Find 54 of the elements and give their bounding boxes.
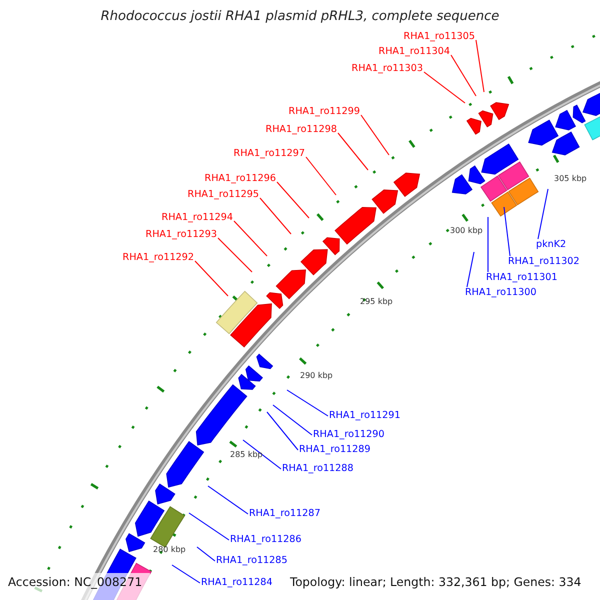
leader-line bbox=[424, 72, 466, 104]
gene-label: RHA1_ro11294 bbox=[162, 212, 233, 224]
gene-label: RHA1_ro11296 bbox=[204, 173, 276, 185]
gene-label: RHA1_ro11297 bbox=[234, 148, 305, 160]
tick-label: 305 kbp bbox=[554, 174, 587, 184]
leader-line bbox=[286, 390, 328, 416]
gene-label: RHA1_ro11295 bbox=[188, 189, 259, 201]
leader-line bbox=[172, 564, 200, 584]
leader-line bbox=[194, 260, 228, 296]
leader-line bbox=[466, 252, 474, 288]
leader-line bbox=[188, 512, 230, 540]
tick-label: 280 kbp bbox=[153, 545, 186, 555]
gene-label: RHA1_ro11302 bbox=[508, 256, 580, 268]
leader-line bbox=[360, 114, 390, 156]
accession-text: Accession: NC_008271 bbox=[8, 575, 142, 589]
gene-label: RHA1_ro11284 bbox=[201, 577, 272, 589]
leader-line bbox=[218, 238, 252, 272]
gene-label: RHA1_ro11300 bbox=[465, 287, 536, 299]
gene-label: pknK2 bbox=[536, 239, 566, 251]
leader-line bbox=[338, 132, 368, 170]
leader-line bbox=[260, 198, 292, 234]
gene-label: RHA1_ro11287 bbox=[249, 508, 320, 520]
gene-label: RHA1_ro11290 bbox=[313, 429, 384, 441]
gene-label: RHA1_ro11285 bbox=[216, 555, 288, 567]
leader-line bbox=[450, 54, 476, 96]
gene-label: RHA1_ro11293 bbox=[146, 229, 217, 241]
leader-line bbox=[504, 206, 510, 256]
tick-label: 290 kbp bbox=[300, 371, 333, 381]
gene-label: RHA1_ro11286 bbox=[230, 534, 302, 546]
gene-label: RHA1_ro11291 bbox=[329, 410, 400, 422]
leader-line bbox=[242, 440, 282, 470]
leader-line bbox=[476, 40, 484, 92]
leader-line bbox=[276, 182, 310, 218]
gene-label: RHA1_ro11292 bbox=[122, 252, 194, 264]
leader-line bbox=[266, 412, 298, 450]
gene-label: RHA1_ro11301 bbox=[486, 272, 558, 284]
gene-label: RHA1_ro11298 bbox=[266, 124, 337, 136]
leader-line bbox=[272, 404, 312, 436]
tick-label: 285 kbp bbox=[230, 450, 263, 460]
leader-line bbox=[306, 156, 336, 196]
map-title: Rhodococcus jostii RHA1 plasmid pRHL3, complete sequence bbox=[100, 9, 500, 24]
gene-label: RHA1_ro11303 bbox=[352, 63, 423, 75]
summary-text: Topology: linear; Length: 332,361 bp; Genes: 334 bbox=[290, 575, 582, 589]
leader-line bbox=[234, 220, 268, 256]
gene-label: RHA1_ro11288 bbox=[282, 463, 354, 475]
gene-label: RHA1_ro11289 bbox=[299, 444, 370, 456]
tick-label: 300 kbp bbox=[450, 226, 483, 236]
gene-label: RHA1_ro11299 bbox=[288, 106, 360, 118]
gene-label: RHA1_ro11304 bbox=[378, 46, 450, 58]
tick-label: 295 kbp bbox=[360, 297, 393, 307]
leader-line bbox=[538, 188, 548, 240]
leader-line bbox=[208, 486, 248, 514]
gene-label: RHA1_ro11305 bbox=[404, 31, 475, 43]
leader-line bbox=[196, 546, 216, 562]
